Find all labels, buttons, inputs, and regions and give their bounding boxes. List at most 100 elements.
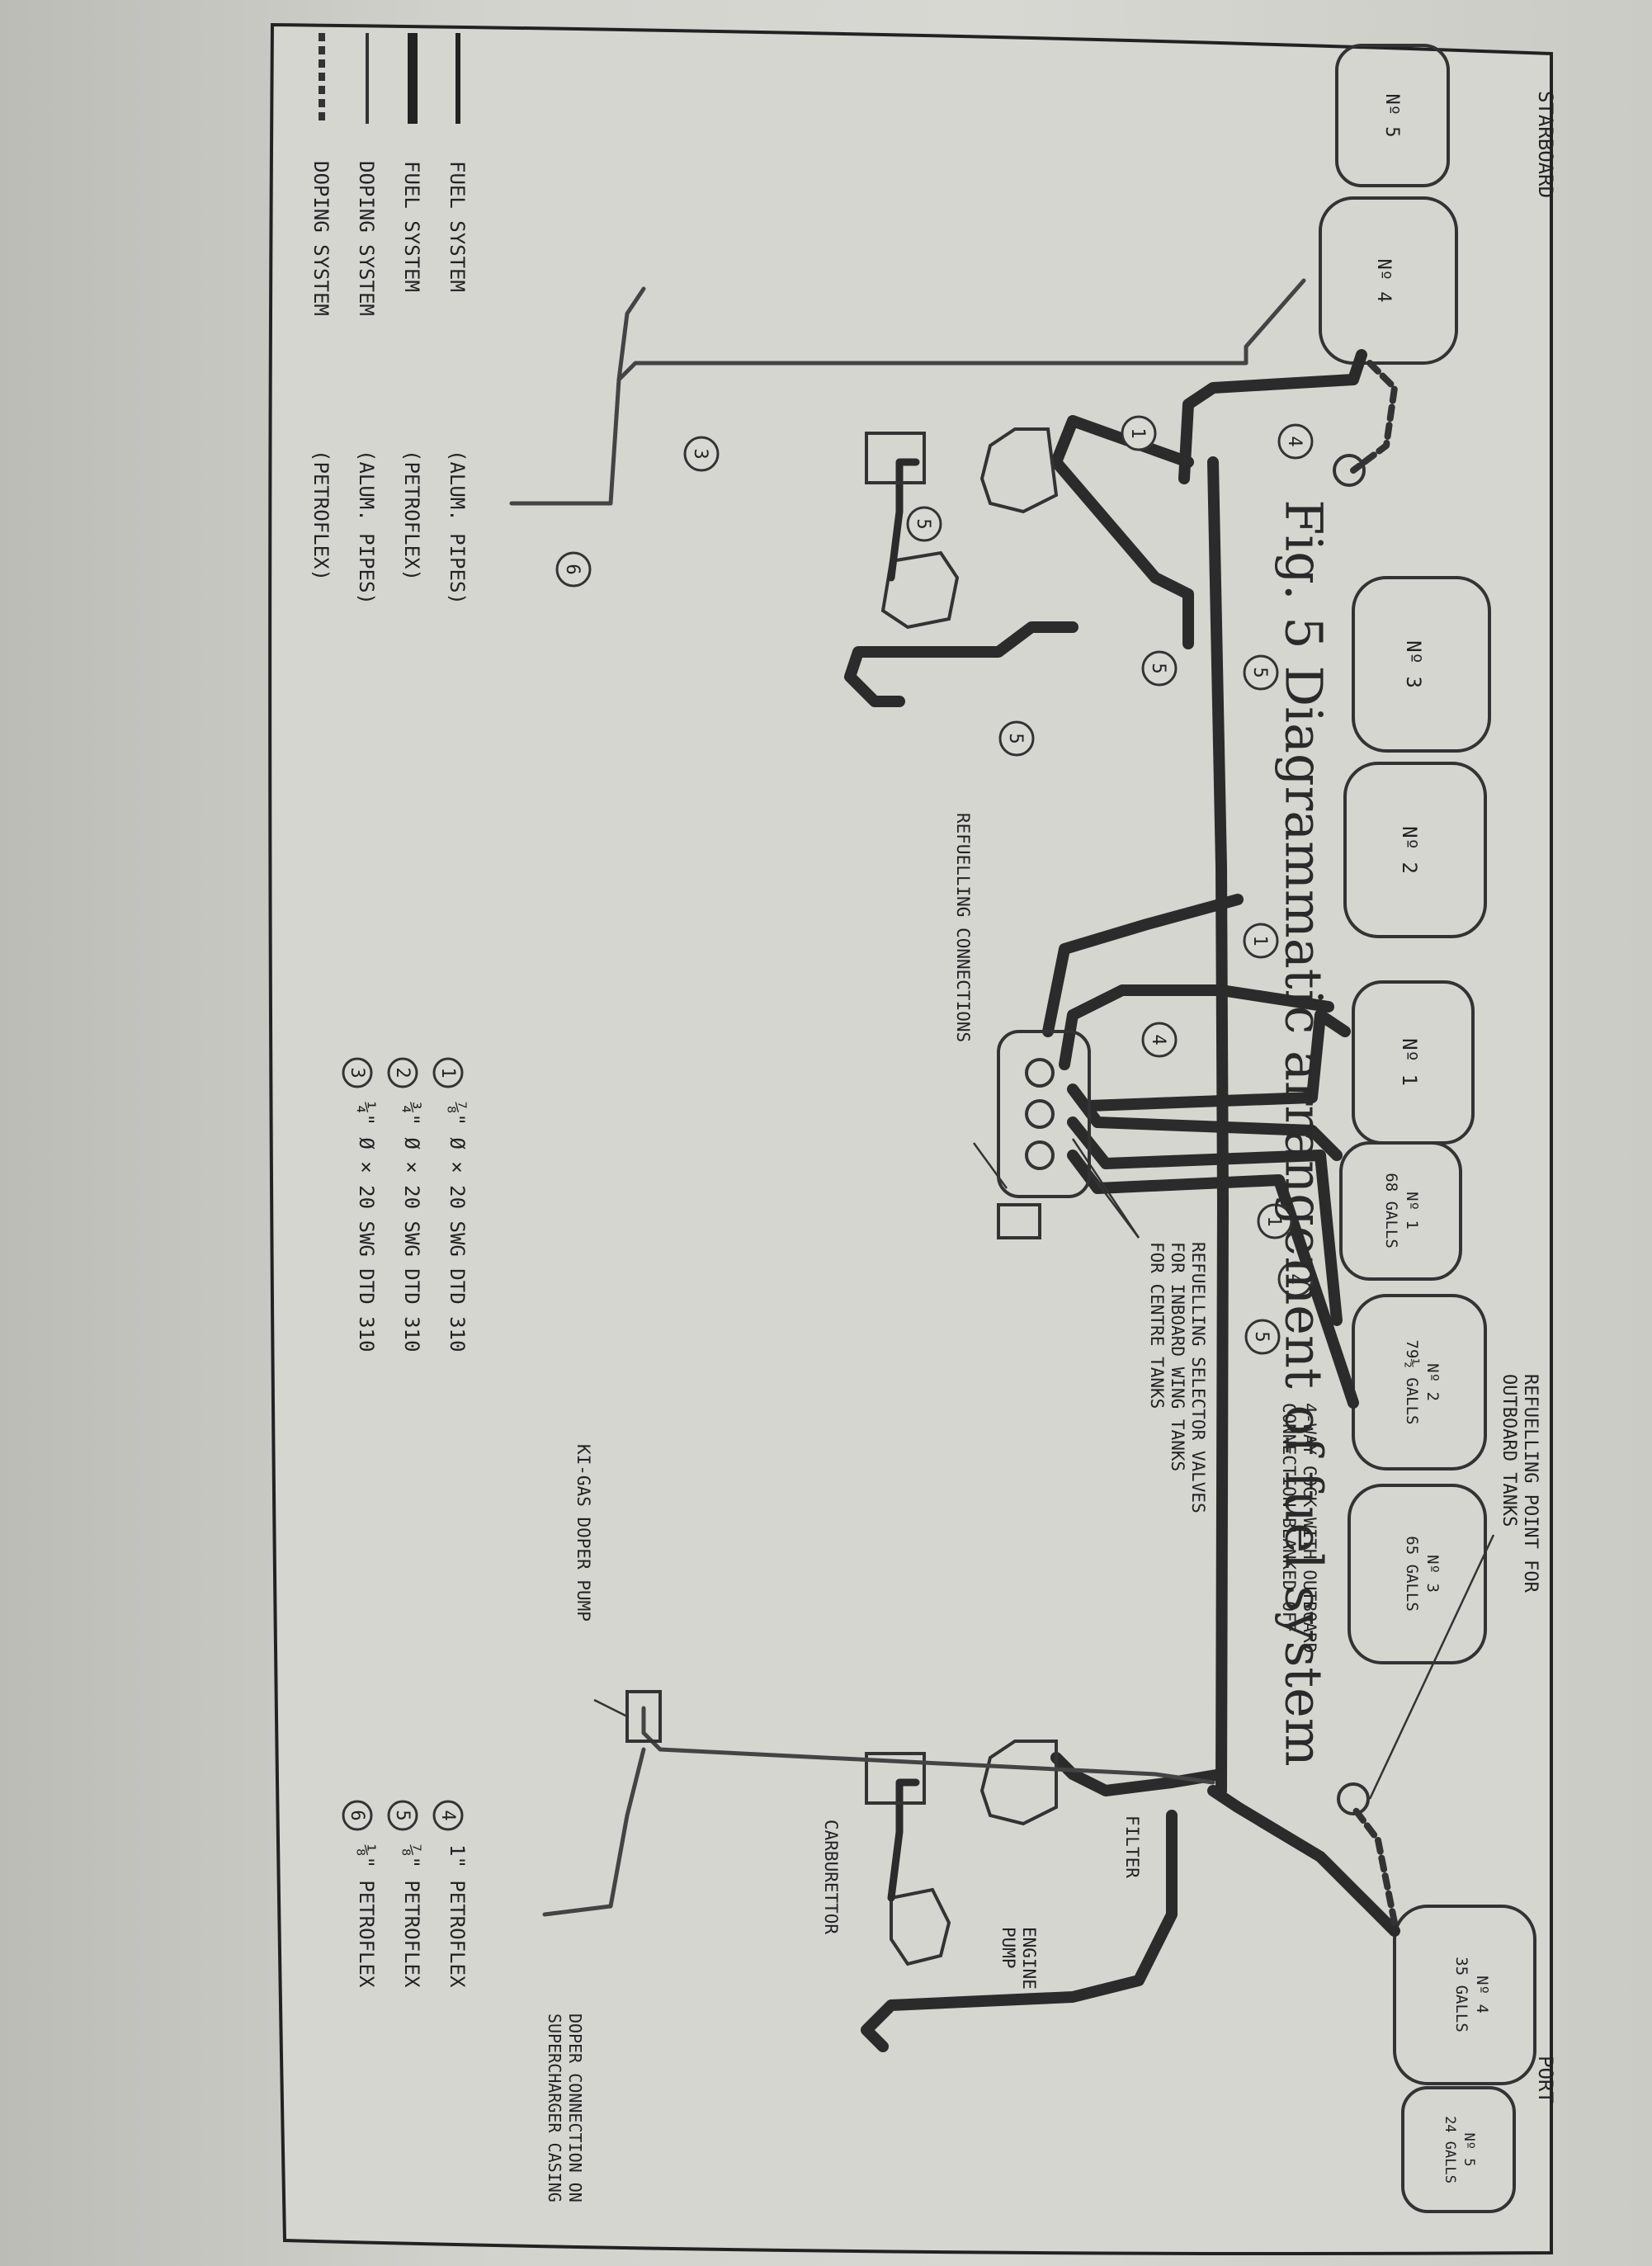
selector-valves-line2: FOR INBOARD WING TANKS xyxy=(1168,1242,1187,1471)
starboard-refuel-hose xyxy=(1350,360,1398,474)
spec-text-4: 1" PETROFLEX xyxy=(446,1844,469,1988)
port-tank-3: Nº 3 65 GALLS xyxy=(1348,1484,1487,1664)
starboard-tank-3: Nº 3 xyxy=(1352,576,1491,753)
legend-name-3: DOPING SYSTEM xyxy=(355,161,378,316)
pipe-num-5e: 5 xyxy=(1251,1331,1272,1342)
pipe-num-1a: 1 xyxy=(1127,427,1148,438)
kigas-doper-pump[interactable] xyxy=(625,1690,662,1743)
doper-connection-line1: DOPER CONNECTION ON xyxy=(565,2013,585,2202)
starboard-engine-pump[interactable] xyxy=(880,550,960,630)
port-tank-3-number: Nº 3 xyxy=(1423,1555,1442,1593)
pipe-num-5c: 5 xyxy=(1249,667,1270,677)
filter-label: FILTER xyxy=(1122,1815,1142,1878)
port-tank-5-capacity: 24 GALLS xyxy=(1442,2116,1458,2183)
starboard-doping-riser xyxy=(616,286,646,382)
starboard-filter[interactable] xyxy=(979,427,1059,514)
port-tank-2-capacity: 79½ GALLS xyxy=(1403,1340,1421,1425)
callout-doper-connection: DOPER CONNECTION ON SUPERCHARGER CASING xyxy=(545,2013,585,2202)
diagram-frame xyxy=(268,22,1553,2255)
port-engine-pump[interactable] xyxy=(890,1887,951,1966)
pipe-spec-table: 1 ⅞" Ø × 20 SWG DTD 310 2 ¾" Ø × 20 SWG … xyxy=(342,1057,469,1988)
port-tank-4-capacity: 35 GALLS xyxy=(1452,1957,1470,2032)
starboard-tank-3-label: Nº 3 xyxy=(1402,640,1425,688)
starboard-carb-feed xyxy=(887,458,920,582)
legend-material-4: (PETROFLEX) xyxy=(309,450,333,581)
refuelling-point-line1: REFUELLING POINT FOR xyxy=(1520,1374,1541,1593)
starboard-engine-pump-loop xyxy=(844,621,1079,707)
callout-engine-pump: ENGINE PUMP xyxy=(998,1927,1039,1990)
spec-num-6: 6 xyxy=(347,1810,367,1820)
port-label: PORT xyxy=(1534,2056,1557,2103)
pipe-inboard-starboard xyxy=(1042,894,1244,1037)
spec-num-4: 4 xyxy=(437,1810,458,1820)
pipe-num-4b: 4 xyxy=(1148,1034,1168,1045)
port-engine-pump-loop xyxy=(861,1810,1178,2052)
doper-connection-line2: SUPERCHARGER CASING xyxy=(545,2013,564,2202)
starboard-tank-4-label: Nº 4 xyxy=(1373,259,1394,303)
engine-pump-line2: PUMP xyxy=(998,1927,1018,1969)
callout-carburettor: CARBURETTOR xyxy=(821,1820,841,1934)
callout-kigas-pump: KI-GAS DOPER PUMP xyxy=(573,1444,628,1718)
pipe-num-5d: 5 xyxy=(1005,733,1026,744)
pipe-number-circles: 1 4 3 5 6 5 5 5 1 4 1 4 5 xyxy=(555,415,1314,1355)
legend-material-3: (ALUM. PIPES) xyxy=(355,450,378,605)
selector-valves-line1: REFUELLING SELECTOR VALVES xyxy=(1188,1242,1208,1513)
callout-four-way-cock: 4-WAY COCK WITH OUTBOARD CONNECTION BLAN… xyxy=(1279,1403,1319,1653)
engine-pump-line1: ENGINE xyxy=(1019,1927,1039,1990)
spec-text-1: ⅞" Ø × 20 SWG DTD 310 xyxy=(446,1102,469,1352)
port-tank-5: Nº 5 24 GALLS xyxy=(1401,2086,1516,2213)
figure-caption: Fig. 5 Diagrammatic arrangement of fuel … xyxy=(1273,499,1334,1767)
port-tank-4-number: Nº 4 xyxy=(1473,1976,1491,2013)
starboard-refuel-cap xyxy=(1333,454,1366,487)
spec-text-2: ¾" Ø × 20 SWG DTD 310 xyxy=(400,1102,423,1352)
port-tank-1: Nº 1 68 GALLS xyxy=(1339,1141,1462,1281)
pipe-num-4c: 4 xyxy=(1284,1273,1305,1284)
port-doping-line xyxy=(641,1706,1215,1785)
legend-name-2: FUEL SYSTEM xyxy=(400,161,423,292)
callout-filter: FILTER xyxy=(1122,1815,1142,1878)
pipe-num-1b: 1 xyxy=(1249,935,1270,946)
starboard-carburettor[interactable] xyxy=(865,432,926,484)
port-doping-to-supercharger xyxy=(542,1747,646,1917)
starboard-filter-feed xyxy=(1050,415,1194,649)
pipe-num-4a: 4 xyxy=(1284,436,1305,446)
legend-material-1: (ALUM. PIPES) xyxy=(446,450,469,605)
port-tank-1-capacity: 68 GALLS xyxy=(1382,1173,1400,1249)
refuelling-connections-label: REFUELLING CONNECTIONS xyxy=(953,813,973,1042)
four-way-cock-line2: CONNECTION BLANKED OFF xyxy=(1279,1403,1299,1632)
pipe-num-5b: 5 xyxy=(1148,663,1168,673)
port-tank-1-number: Nº 1 xyxy=(1403,1192,1421,1230)
kigas-pump-label: KI-GAS DOPER PUMP xyxy=(573,1444,593,1622)
pipe-num-5a: 5 xyxy=(913,518,933,529)
port-refuel-hose xyxy=(1350,1804,1398,1926)
pipe-starboard-tank1-link xyxy=(1083,1009,1351,1112)
starboard-doping-line xyxy=(509,278,1306,506)
starboard-outboard-feed xyxy=(1178,349,1367,484)
port-tank-5-number: Nº 5 xyxy=(1461,2133,1477,2167)
spec-num-1: 1 xyxy=(437,1067,458,1078)
main-trunk-pipe xyxy=(1207,456,1229,1796)
port-carb-feed xyxy=(887,1778,920,1902)
four-way-cock-line1: 4-WAY COCK WITH OUTBOARD xyxy=(1300,1403,1319,1653)
pipe-centre-3 xyxy=(1067,1150,1359,1409)
port-filter[interactable] xyxy=(979,1740,1058,1826)
refuelling-selector-valves[interactable] xyxy=(997,1030,1091,1239)
starboard-tank-5-label: Nº 5 xyxy=(1381,94,1402,138)
spec-text-5: ⅞" PETROFLEX xyxy=(400,1844,423,1988)
port-carburettor[interactable] xyxy=(865,1752,926,1805)
starboard-tank-2-label: Nº 2 xyxy=(1398,826,1421,874)
starboard-tank-2: Nº 2 xyxy=(1343,762,1487,938)
spec-num-2: 2 xyxy=(392,1067,413,1078)
pipe-num-1c: 1 xyxy=(1263,1216,1284,1226)
callout-selector-valves: REFUELLING SELECTOR VALVES FOR INBOARD W… xyxy=(1071,1138,1208,1513)
legend-material-2: (PETROFLEX) xyxy=(400,450,423,581)
spec-text-3: ¼" Ø × 20 SWG DTD 310 xyxy=(355,1102,378,1352)
spec-num-3: 3 xyxy=(347,1067,367,1078)
pipe-num-3: 3 xyxy=(690,448,710,459)
port-tank-4: Nº 4 35 GALLS xyxy=(1393,1905,1536,2085)
callout-refuelling-point: REFUELLING POINT FOR OUTBOARD TANKS xyxy=(1368,1374,1541,1800)
spec-num-5: 5 xyxy=(392,1810,413,1820)
carburettor-label: CARBURETTOR xyxy=(821,1820,841,1934)
port-refuel-cap xyxy=(1337,1782,1370,1815)
